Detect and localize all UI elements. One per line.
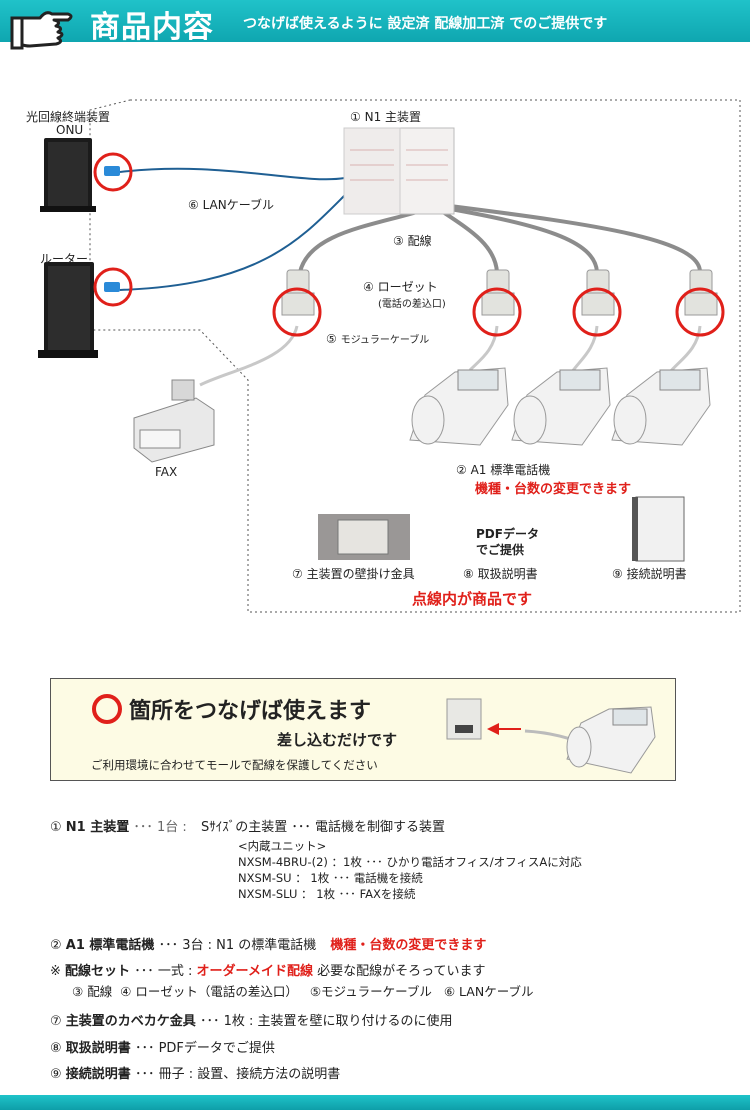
item-wall-bracket: ⑦ 主装置のカベカケ金具 ･･･ 1枚 : 主装置を壁に取り付けるのに使用 [50, 1010, 453, 1029]
wall-bracket-text: 主装置の壁掛け金具 [306, 567, 415, 581]
pdf-data-label: PDFデータ [476, 527, 539, 541]
wiring-text: 配線 [407, 234, 432, 248]
main-unit-label: ① N1 主装置 [350, 108, 421, 125]
red-ring-icon [92, 694, 122, 724]
unit-heading: <内蔵ユニット> [238, 839, 327, 853]
item-main-unit: ① N1 主装置 ･･･ 1台 : Sｻｲｽﾞの主装置 ･･･ 電話機を制御する… [50, 816, 445, 835]
num-badge: ⑧ [50, 1041, 62, 1056]
info-sub: 差し込むだけです [277, 731, 398, 749]
num-badge: ⑦ [50, 1014, 62, 1029]
manual-text: 取扱説明書 [477, 567, 538, 581]
usage-info-box: 箇所をつなげば使えます 差し込むだけです ご利用環境に合わせてモールで配線を保護… [50, 678, 676, 781]
modular-text: モジュラーケーブル [340, 335, 430, 346]
onu-device [40, 138, 96, 212]
part-label: モジュラーケーブル [321, 984, 432, 999]
router-label: ルーター [40, 252, 89, 266]
item-desc: ･･･ PDFデータでご提供 [134, 1041, 275, 1056]
phone-label: ② A1 標準電話機 [456, 461, 550, 478]
num-badge: ④ [120, 984, 132, 999]
item-red-note: オーダーメイド配線 [196, 964, 313, 979]
unit-line-1: NXSM-4BRU-(2) ：1枚 ･･･ ひかり電話オフィス/オフィスAに対応 [238, 855, 582, 869]
item-desc: ･･･ 1枚 : 主装置を壁に取り付けるのに使用 [199, 1014, 453, 1029]
num-badge: ⑨ [50, 1067, 62, 1082]
num-badge: ⑦ [292, 567, 303, 581]
num-badge: ⑤ [309, 984, 322, 999]
item-qty: ･･･ 1台 : [133, 820, 187, 835]
connection-diagram [38, 99, 741, 613]
num-badge: ⑨ [612, 567, 623, 581]
item-desc: Sｻｲｽﾞの主装置 ･･･ 電話機を制御する装置 [200, 820, 445, 835]
main-unit-text: N1 主装置 [364, 110, 422, 124]
scope-note: 点線内が商品です [412, 590, 533, 608]
page-title: 商品内容 [90, 10, 214, 45]
num-badge: ※ [50, 964, 61, 979]
num-badge: ② [456, 463, 467, 477]
num-badge: ③ [72, 984, 84, 999]
item-desc-2: 必要な配線がそろっています [317, 964, 486, 979]
item-note: 機種・台数の変更できます [330, 938, 487, 953]
wiring-label: ③ 配線 [393, 232, 432, 249]
item-name: 接続説明書 [65, 1067, 131, 1082]
info-title: 箇所をつなげば使えます [129, 699, 372, 724]
item-manual: ⑧ 取扱説明書 ･･･ PDFデータでご提供 [50, 1037, 275, 1056]
header-bar [0, 0, 750, 42]
connection-manual-image [632, 496, 685, 562]
lan-cable-text: LANケーブル [202, 198, 275, 212]
conn-manual-label: ⑨ 接続説明書 [612, 565, 687, 582]
info-note: ご利用環境に合わせてモールで配線を保護してください [91, 758, 378, 772]
num-badge: ① [50, 820, 62, 835]
wall-bracket-label: ⑦ 主装置の壁掛け金具 [292, 565, 415, 582]
num-badge: ⑤ [326, 332, 337, 346]
part-label: 配線 [87, 984, 113, 999]
num-badge: ⑧ [463, 567, 474, 581]
manual-label: ⑧ 取扱説明書 [463, 565, 538, 582]
wiring-set-parts: ③ 配線 ④ ローゼット（電話の差込口） ⑤モジュラーケーブル ⑥ LANケーブ… [72, 981, 533, 1000]
rosette-label: ④ ローゼット [363, 278, 438, 295]
onu-sub-label: ONU [56, 123, 84, 137]
item-desc: ･･･ 一式 : [134, 964, 193, 979]
num-badge: ④ [363, 280, 374, 294]
footer-bar [0, 1095, 750, 1110]
item-wiring-set: ※ 配線セット ･･･ 一式 : オーダーメイド配線 必要な配線がそろっています [50, 960, 485, 979]
plug-illustration [446, 698, 656, 774]
item-name: N1 主装置 [65, 820, 130, 835]
fax-label: FAX [155, 465, 178, 479]
pdf-provide-label: でご提供 [476, 543, 525, 557]
rosette-sub-label: (電話の差込口) [378, 299, 446, 310]
part-label: LANケーブル [459, 984, 534, 999]
item-conn-manual: ⑨ 接続説明書 ･･･ 冊子 : 設置、接続方法の説明書 [50, 1063, 340, 1082]
rosette-devices [281, 269, 718, 316]
red-ring-icon [93, 152, 133, 307]
main-unit-device [343, 127, 455, 215]
num-badge: ② [50, 938, 62, 953]
item-name: A1 標準電話機 [65, 938, 155, 953]
onu-label: 光回線終端装置 [26, 110, 111, 124]
page-subtitle: つなげば使えるように 設定済 配線加工済 でのご提供です [243, 16, 608, 32]
modular-label: ⑤ モジュラーケーブル [326, 331, 429, 346]
item-desc: ･･･ 冊子 : 設置、接続方法の説明書 [134, 1067, 341, 1082]
item-desc: ･･･ 3台 : N1 の標準電話機 [158, 938, 317, 953]
item-phone: ② A1 標準電話機 ･･･ 3台 : N1 の標準電話機 機種・台数の変更でき… [50, 934, 486, 953]
item-name: 配線セット [65, 964, 131, 979]
pointing-hand-icon [10, 11, 73, 50]
unit-line-3: NXSM-SLU ： 1枚 ･･･ FAXを接続 [238, 887, 416, 901]
num-badge: ① [350, 110, 361, 124]
lan-cable-label: ⑥ LANケーブル [188, 196, 274, 213]
fax-device [133, 379, 215, 463]
conn-manual-text: 接続説明書 [626, 567, 687, 581]
num-badge: ⑥ [443, 984, 456, 999]
unit-line-2: NXSM-SU ： 1枚 ･･･ 電話機を接続 [238, 871, 423, 885]
item-name: 主装置のカベカケ金具 [65, 1014, 196, 1029]
red-arrow-icon [487, 723, 499, 735]
phone-text: A1 標準電話機 [470, 463, 551, 477]
num-badge: ⑥ [188, 198, 199, 212]
router-device [38, 262, 98, 358]
part-label: ローゼット（電話の差込口） [135, 984, 298, 999]
wall-bracket-image [318, 514, 410, 560]
rosette-text: ローゼット [377, 280, 438, 294]
num-badge: ③ [393, 234, 404, 248]
item-name: 取扱説明書 [65, 1041, 131, 1056]
phone-change-note: 機種・台数の変更できます [475, 482, 632, 497]
